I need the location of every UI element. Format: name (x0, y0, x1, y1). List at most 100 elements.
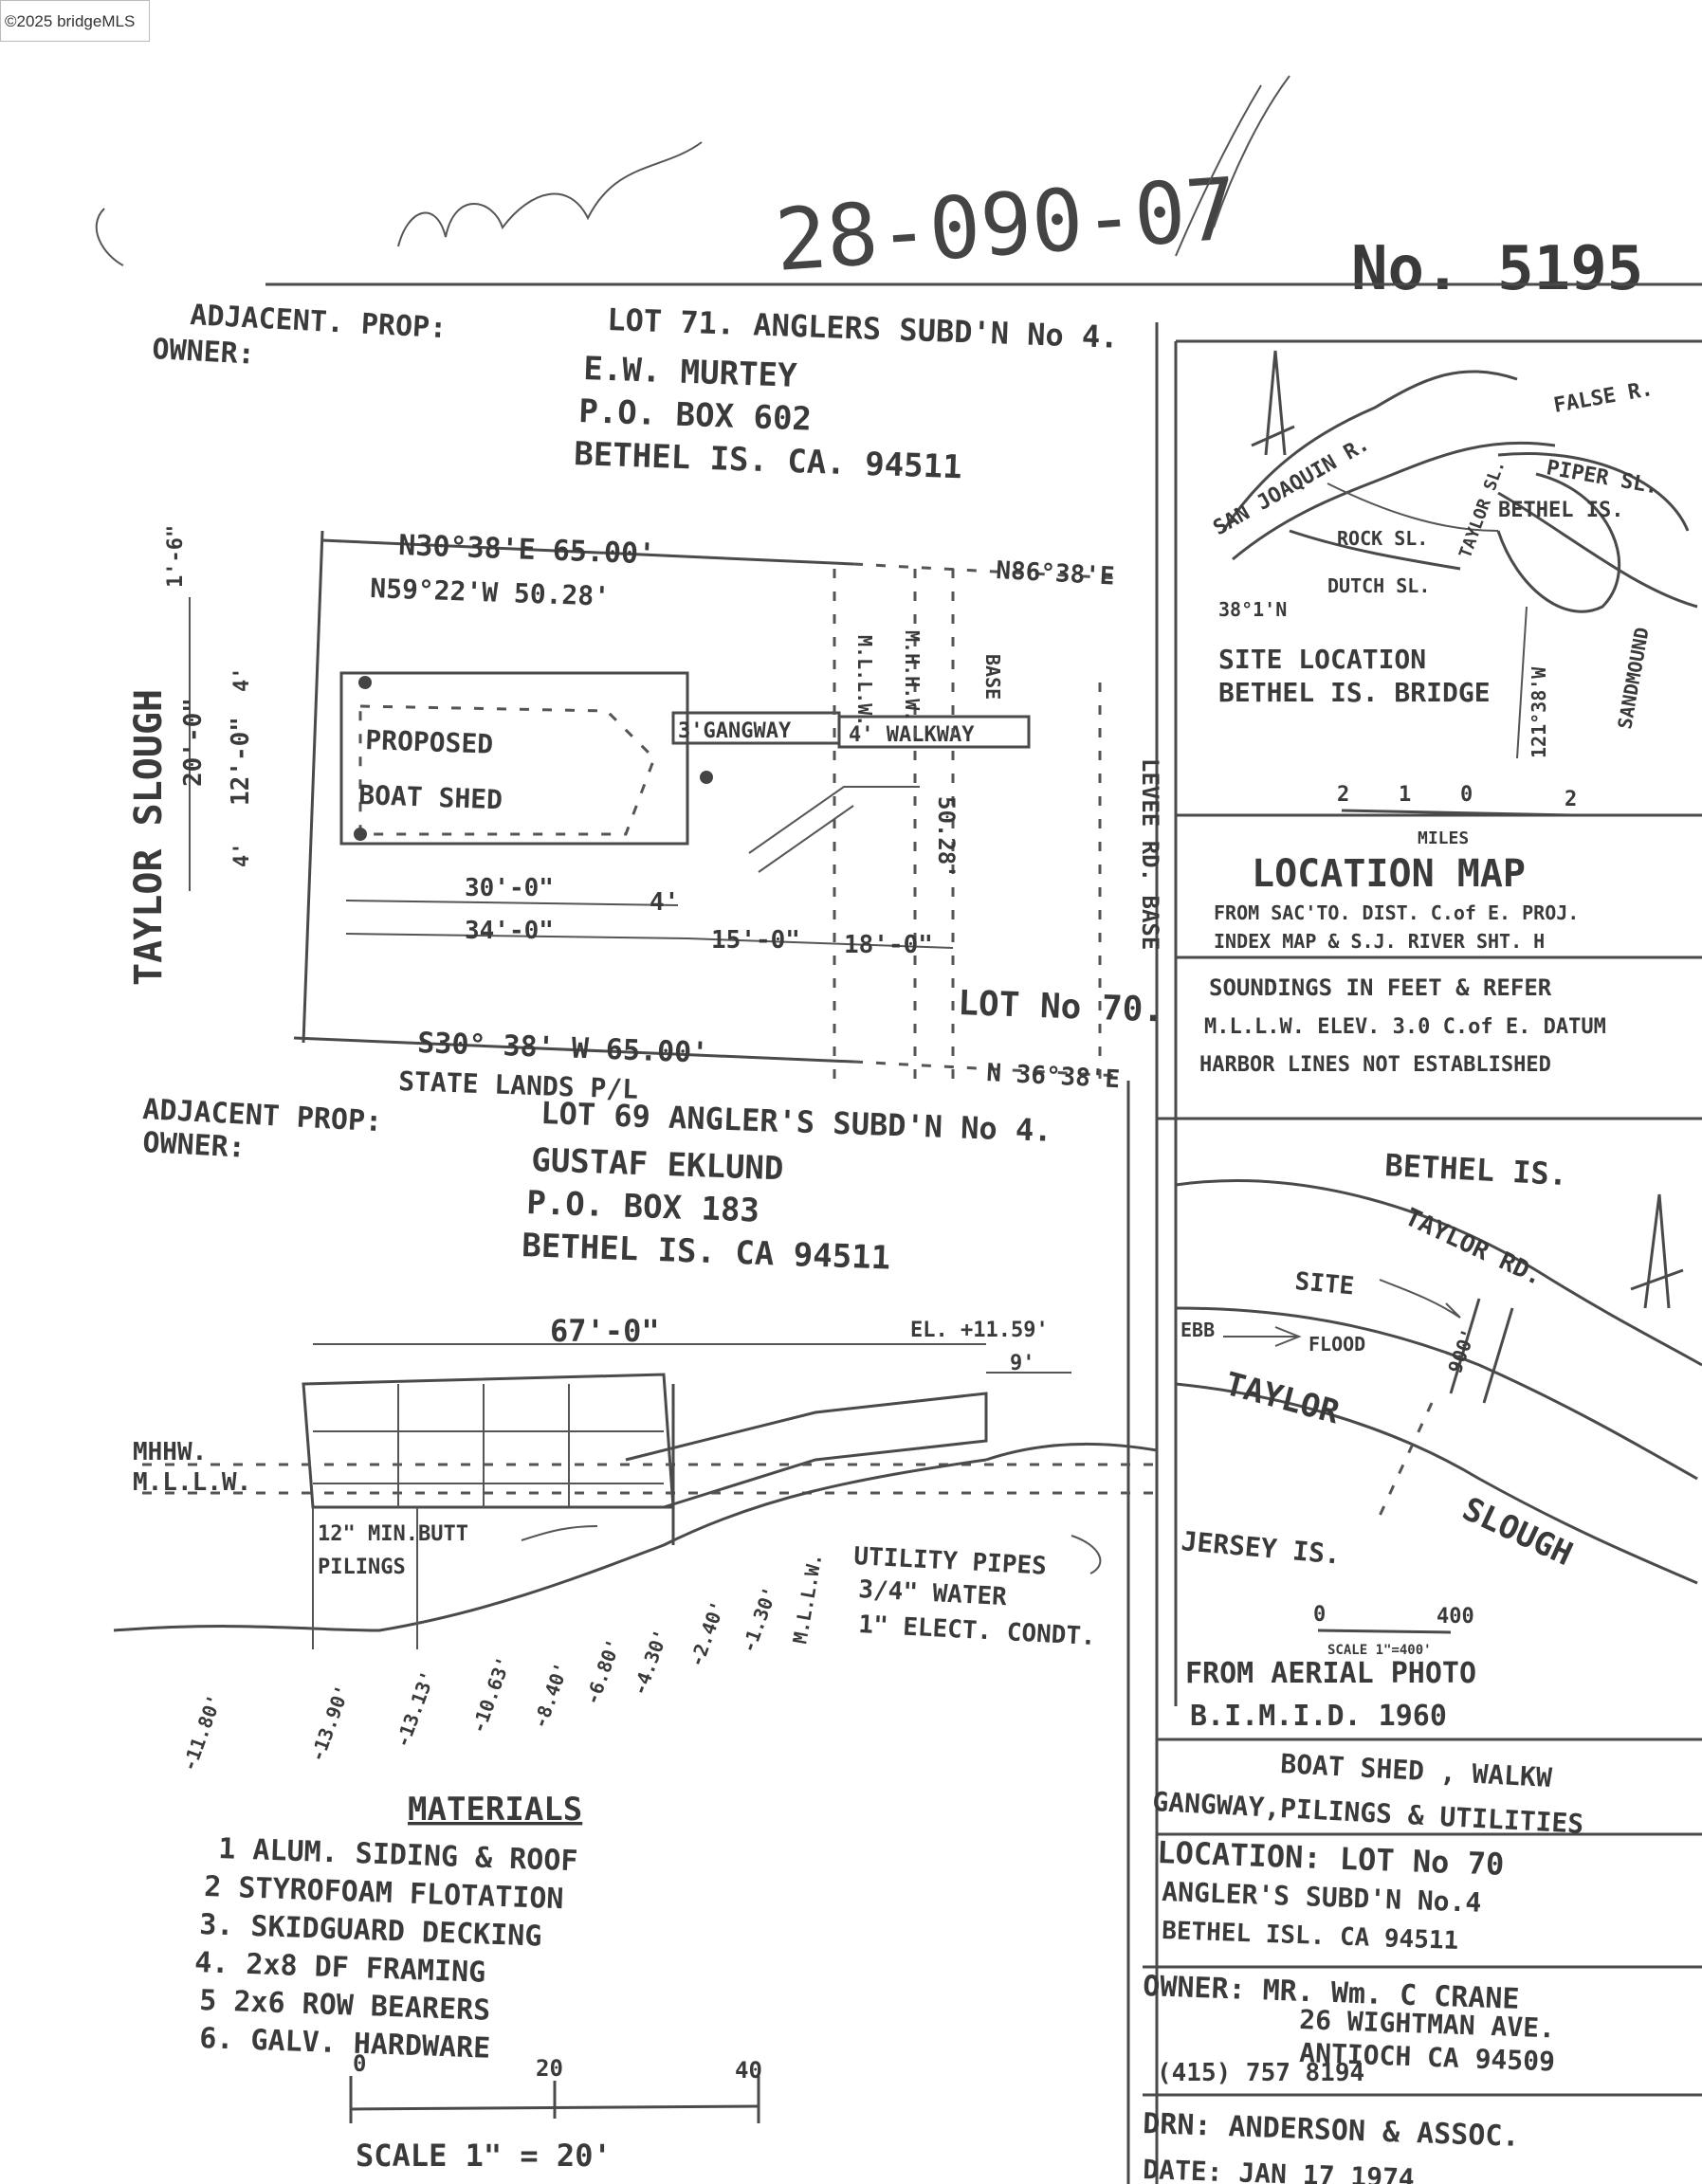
svg-text:M.L.L.W.: M.L.L.W. (133, 1468, 251, 1497)
svg-text:TAYLOR: TAYLOR (1221, 1365, 1344, 1432)
levee-profile (985, 1442, 1158, 1462)
location-map-title: LOCATION MAP (1252, 852, 1526, 896)
materials: MATERIALS 1 ALUM. SIDING & ROOF 2 STYROF… (194, 1791, 762, 2174)
approval-scribble-icon (397, 141, 703, 247)
svg-text:OWNER:: OWNER: (142, 1126, 247, 1165)
svg-text:-8.40': -8.40' (528, 1660, 573, 1732)
svg-text:GUSTAF EKLUND: GUSTAF EKLUND (531, 1141, 784, 1188)
svg-text:40: 40 (735, 2057, 762, 2084)
svg-text:4': 4' (230, 667, 254, 693)
parcel-number: 28-090-07 (772, 159, 1240, 291)
svg-text:SCALE 1" = 20': SCALE 1" = 20' (356, 2138, 612, 2174)
svg-text:M.L.L.W.: M.L.L.W. (788, 1552, 826, 1646)
svg-text:INDEX MAP & S.J. RIVER SHT. H: INDEX MAP & S.J. RIVER SHT. H (1214, 930, 1545, 953)
svg-text:SITE LOCATION: SITE LOCATION (1218, 644, 1426, 675)
svg-text:34'-0": 34'-0" (465, 917, 554, 945)
svg-text:E.W. MURTEY: E.W. MURTEY (583, 350, 798, 395)
svg-text:2 STYROFOAM FLOTATION: 2 STYROFOAM FLOTATION (204, 1870, 564, 1916)
sheet-frame (265, 282, 1702, 2184)
svg-text:(415) 757 8194: (415) 757 8194 (1157, 2059, 1364, 2087)
svg-text:MHHW.: MHHW. (133, 1438, 207, 1466)
adjacent-owner-bottom: ADJACENT PROP: OWNER: LOT 69 ANGLER'S SU… (142, 1093, 1053, 1278)
svg-text:-4.30': -4.30' (628, 1627, 672, 1699)
svg-text:3. SKIDGUARD DECKING: 3. SKIDGUARD DECKING (199, 1908, 542, 1954)
svg-text:-2.40': -2.40' (685, 1598, 729, 1670)
svg-text:MILES: MILES (1418, 828, 1469, 848)
svg-text:M.H.H.W.: M.H.H.W. (901, 630, 924, 721)
stair-access (748, 786, 920, 873)
svg-text:-13.13': -13.13' (391, 1667, 439, 1750)
svg-text:OWNER:: OWNER: (152, 333, 256, 372)
svg-text:4. 2x8 DF FRAMING: 4. 2x8 DF FRAMING (194, 1946, 486, 1990)
svg-text:SANDMOUND: SANDMOUND (1613, 626, 1653, 731)
svg-text:50.28': 50.28' (933, 796, 960, 879)
svg-text:BETHEL IS. CA. 94511: BETHEL IS. CA. 94511 (574, 435, 963, 486)
svg-text:JERSEY IS.: JERSEY IS. (1180, 1525, 1342, 1571)
svg-text:SITE: SITE (1293, 1267, 1355, 1301)
svg-text:121°38'W: 121°38'W (1528, 666, 1550, 758)
svg-text:LOT 69 ANGLER'S SUBD'N No 4.: LOT 69 ANGLER'S SUBD'N No 4. (540, 1095, 1052, 1149)
svg-text:-1.30': -1.30' (737, 1584, 781, 1656)
svg-text:BASE: BASE (981, 654, 1004, 700)
svg-text:400: 400 (1437, 1605, 1474, 1629)
svg-text:GANGWAY,PILINGS & UTILITIES: GANGWAY,PILINGS & UTILITIES (1152, 1786, 1584, 1840)
svg-text:4': 4' (650, 888, 679, 917)
svg-text:4': 4' (230, 843, 254, 868)
svg-text:9': 9' (1010, 1352, 1035, 1375)
site-north-arrow-icon (1630, 1193, 1684, 1309)
svg-text:P.O. BOX 183: P.O. BOX 183 (526, 1184, 760, 1230)
svg-text:67'-0": 67'-0" (550, 1313, 660, 1349)
svg-text:N30°38'E 65.00': N30°38'E 65.00' (398, 529, 656, 571)
svg-text:BOAT SHED: BOAT SHED (358, 779, 503, 815)
svg-text:-10.63': -10.63' (467, 1653, 515, 1736)
svg-text:BOAT SHED , WALKW: BOAT SHED , WALKW (1280, 1748, 1553, 1793)
mudline (113, 1458, 987, 1632)
svg-text:4' WALKWAY: 4' WALKWAY (849, 723, 975, 747)
svg-text:FROM SAC'TO. DIST. C.of E. PRO: FROM SAC'TO. DIST. C.of E. PROJ. (1214, 901, 1579, 924)
svg-text:ROCK SL.: ROCK SL. (1337, 527, 1428, 550)
mls-watermark: ©2025 bridgeMLS (0, 0, 150, 42)
svg-text:DUTCH SL.: DUTCH SL. (1327, 574, 1430, 597)
svg-text:ANGLER'S SUBD'N No.4: ANGLER'S SUBD'N No.4 (1162, 1876, 1482, 1919)
svg-text:N86°38'E: N86°38'E (996, 556, 1116, 592)
boat-shed-outline (339, 671, 689, 846)
svg-text:BETHEL IS.: BETHEL IS. (1384, 1147, 1568, 1192)
svg-text:0: 0 (1460, 783, 1473, 807)
slough-label: TAYLOR SLOUGH (127, 689, 171, 986)
svg-text:900': 900' (1443, 1325, 1480, 1375)
svg-text:PIPER SL.: PIPER SL. (1545, 456, 1660, 499)
svg-text:SOUNDINGS IN FEET & REFER: SOUNDINGS IN FEET & REFER (1209, 974, 1552, 1001)
svg-text:FLOOD: FLOOD (1309, 1333, 1365, 1356)
svg-text:M.L.L.W.: M.L.L.W. (853, 635, 876, 726)
svg-text:-6.80': -6.80' (580, 1636, 625, 1708)
svg-text:2: 2 (1337, 783, 1349, 807)
svg-text:1 ALUM. SIDING & ROOF: 1 ALUM. SIDING & ROOF (218, 1832, 578, 1878)
svg-text:0: 0 (353, 2050, 366, 2077)
lot-label: LOT No 70. (958, 984, 1164, 1030)
svg-text:FROM AERIAL PHOTO: FROM AERIAL PHOTO (1185, 1657, 1476, 1690)
svg-text:38°1'N: 38°1'N (1218, 598, 1287, 621)
materials-title: MATERIALS (408, 1791, 582, 1829)
corner-mark-icon (95, 208, 124, 266)
svg-text:15'-0": 15'-0" (711, 926, 800, 955)
svg-text:12'-0": 12'-0" (227, 717, 255, 806)
svg-text:M.L.L.W. ELEV. 3.0 C.of E. DAT: M.L.L.W. ELEV. 3.0 C.of E. DATUM (1204, 1015, 1606, 1039)
svg-text:BETHEL ISL. CA 94511: BETHEL ISL. CA 94511 (1162, 1917, 1459, 1956)
gangway-elevation (625, 1392, 988, 1509)
svg-text:B.I.M.I.D. 1960: B.I.M.I.D. 1960 (1190, 1700, 1447, 1733)
svg-text:P.O. BOX 602: P.O. BOX 602 (578, 392, 813, 439)
svg-text:1: 1 (1399, 783, 1411, 807)
svg-text:3/4" WATER: 3/4" WATER (858, 1575, 1008, 1611)
svg-text:-11.80': -11.80' (177, 1691, 226, 1774)
svg-text:N 36°38'E: N 36°38'E (986, 1059, 1121, 1094)
svg-text:DATE: JAN 17 1974: DATE: JAN 17 1974 (1143, 2154, 1416, 2184)
svg-text:18'-0": 18'-0" (844, 931, 933, 959)
svg-text:20: 20 (536, 2055, 563, 2082)
drawing-number: No. 5195 (1351, 234, 1643, 304)
location-map: SAN JOAQUIN R. FALSE R. PIPER SL. BETHEL… (1199, 350, 1698, 1077)
svg-text:20'-0": 20'-0" (179, 698, 208, 787)
soundings: -11.80' -13.90' -13.13' -10.63' -8.40' -… (177, 1552, 827, 1774)
adjacent-owner-top: ADJACENT. PROP: OWNER: LOT 71. ANGLERS S… (152, 299, 1120, 486)
boat-shed-elevation (302, 1373, 675, 1509)
